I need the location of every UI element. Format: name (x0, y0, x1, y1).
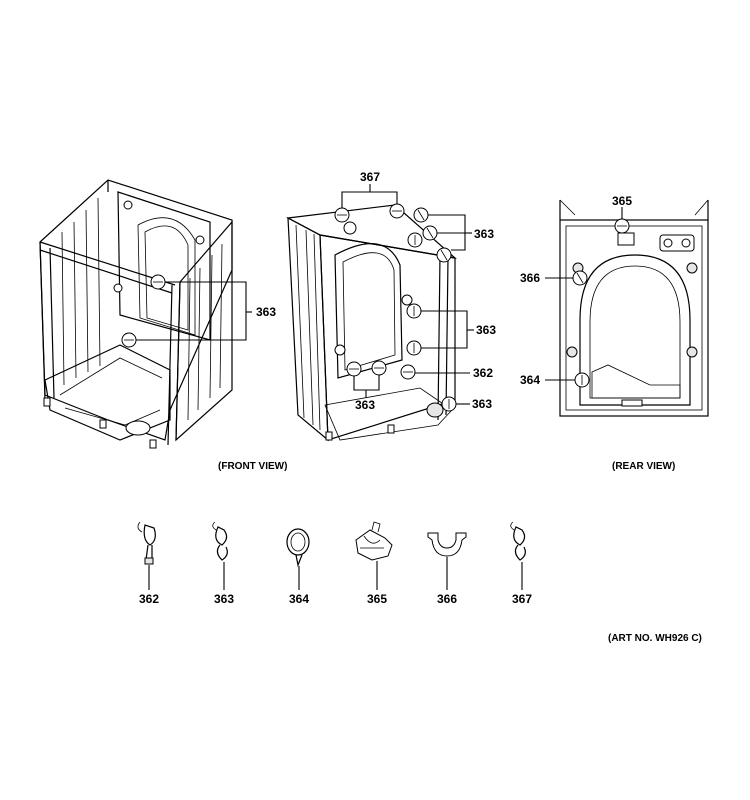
middle-callout-363-bottom-right: 363 (472, 397, 492, 411)
middle-callout-362: 362 (473, 366, 493, 380)
part-label-367: 367 (512, 592, 532, 606)
front-callout-363: 363 (256, 305, 276, 319)
part-label-366: 366 (437, 592, 457, 606)
middle-view-cabinet (286, 203, 457, 442)
middle-callout-363-top: 363 (474, 227, 494, 241)
part-label-364: 364 (289, 592, 309, 606)
rear-view-label: (REAR VIEW) (612, 461, 675, 472)
middle-leaders (341, 184, 474, 405)
part-366-pipe-clamp-icon[interactable] (427, 532, 467, 590)
middle-callout-363-bottom-left: 363 (355, 398, 375, 412)
rear-callout-364: 364 (520, 373, 540, 387)
part-362-hose-clamp-icon[interactable] (137, 521, 156, 590)
part-363-wire-clip-icon[interactable] (212, 521, 228, 590)
rear-callout-366: 366 (520, 271, 540, 285)
part-365-cable-holder-icon[interactable] (355, 521, 393, 590)
part-label-363: 363 (214, 592, 234, 606)
rear-view-cabinet (559, 199, 709, 417)
part-367-wire-clip-icon[interactable] (510, 521, 526, 590)
part-364-ring-clamp-icon[interactable] (286, 528, 310, 590)
part-label-362: 362 (139, 592, 159, 606)
front-view-cabinet (39, 179, 233, 449)
front-leaders (136, 281, 252, 341)
part-label-365: 365 (367, 592, 387, 606)
rear-leaders (545, 207, 623, 381)
middle-callout-363-mid: 363 (476, 323, 496, 337)
art-number: (ART NO. WH926 C) (608, 633, 702, 644)
front-view-label: (FRONT VIEW) (218, 461, 287, 472)
rear-callout-365: 365 (612, 194, 632, 208)
middle-callout-367: 367 (360, 170, 380, 184)
